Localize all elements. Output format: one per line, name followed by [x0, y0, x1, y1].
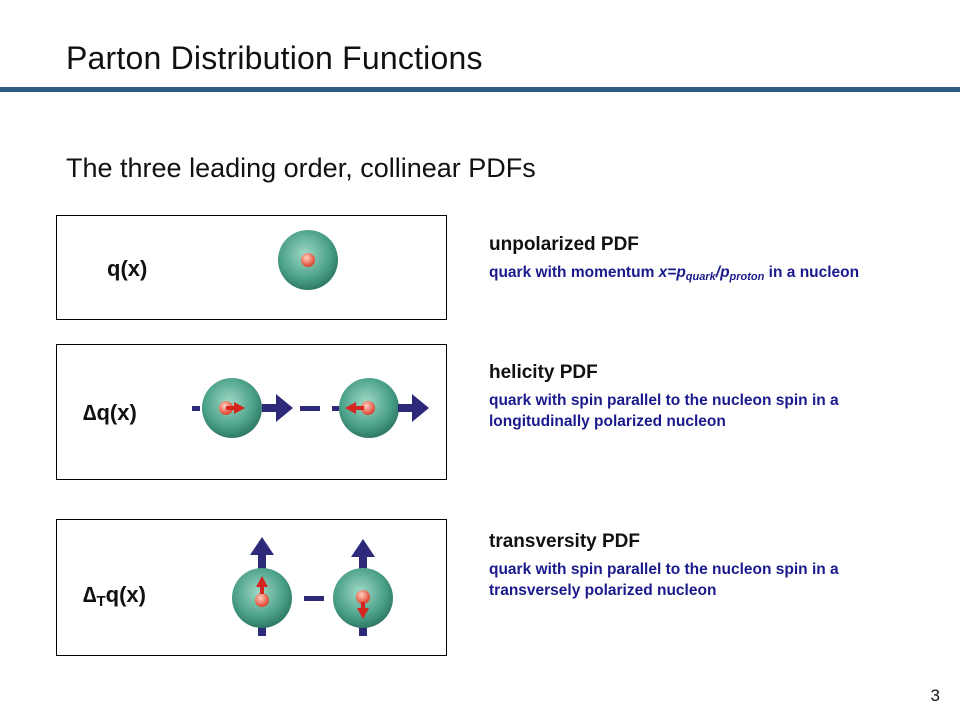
spin-arrow-head	[276, 394, 293, 422]
minus-sign	[304, 596, 324, 601]
quark	[356, 590, 370, 604]
desc-helicity: helicity PDF quark with spin parallel to…	[489, 362, 909, 432]
desc-title-helicity: helicity PDF	[489, 362, 598, 383]
spin-arrow-head	[412, 394, 429, 422]
slide-title: Parton Distribution Functions	[66, 40, 483, 76]
desc-title-unpolarized: unpolarized PDF	[489, 234, 639, 255]
quark-spin-arrow	[256, 576, 268, 587]
unpolarized-diagram	[278, 230, 338, 290]
label-helicity: ∆q(x)	[83, 400, 137, 425]
desc-text-transversity: quark with spin parallel to the nucleon …	[489, 561, 839, 599]
page-number: 3	[930, 686, 940, 705]
spin-arrow-stem	[332, 406, 340, 411]
label-unpolarized: q(x)	[107, 256, 148, 281]
quark-spin-arrow	[345, 402, 356, 414]
spin-arrow-head	[250, 537, 274, 555]
slide-subtitle: The three leading order, collinear PDFs	[66, 153, 536, 183]
quark-spin-arrow	[357, 608, 369, 619]
label-transversity: ∆Tq(x)	[83, 582, 146, 610]
desc-unpolarized: unpolarized PDF quark with momentum x=pq…	[489, 234, 909, 288]
spin-arrow-stem	[398, 404, 412, 412]
spin-arrow-stem	[359, 557, 367, 569]
desc-title-transversity: transversity PDF	[489, 531, 641, 552]
spin-arrow-stem	[262, 404, 276, 412]
spin-arrow-stem	[359, 626, 367, 636]
spin-arrow-head	[351, 539, 375, 557]
panel-unpolarized: q(x)	[56, 215, 447, 320]
desc-transversity: transversity PDF quark with spin paralle…	[489, 531, 909, 601]
transversity-diagram	[232, 537, 393, 636]
quark	[255, 593, 269, 607]
desc-text-helicity: quark with spin parallel to the nucleon …	[489, 392, 839, 430]
panel-helicity: ∆q(x)	[56, 344, 447, 480]
desc-text-unpolarized: quark with momentum x=pquark/pproton in …	[489, 264, 860, 283]
panel-transversity: ∆Tq(x)	[56, 519, 447, 656]
spin-arrow-stem	[192, 406, 200, 411]
spin-arrow-stem	[258, 555, 266, 569]
quark	[301, 253, 315, 267]
title-underline	[0, 87, 960, 92]
helicity-diagram	[192, 378, 429, 438]
minus-sign	[300, 406, 320, 411]
quark	[361, 401, 375, 415]
quark-spin-arrow	[234, 402, 245, 414]
spin-arrow-stem	[258, 626, 266, 636]
